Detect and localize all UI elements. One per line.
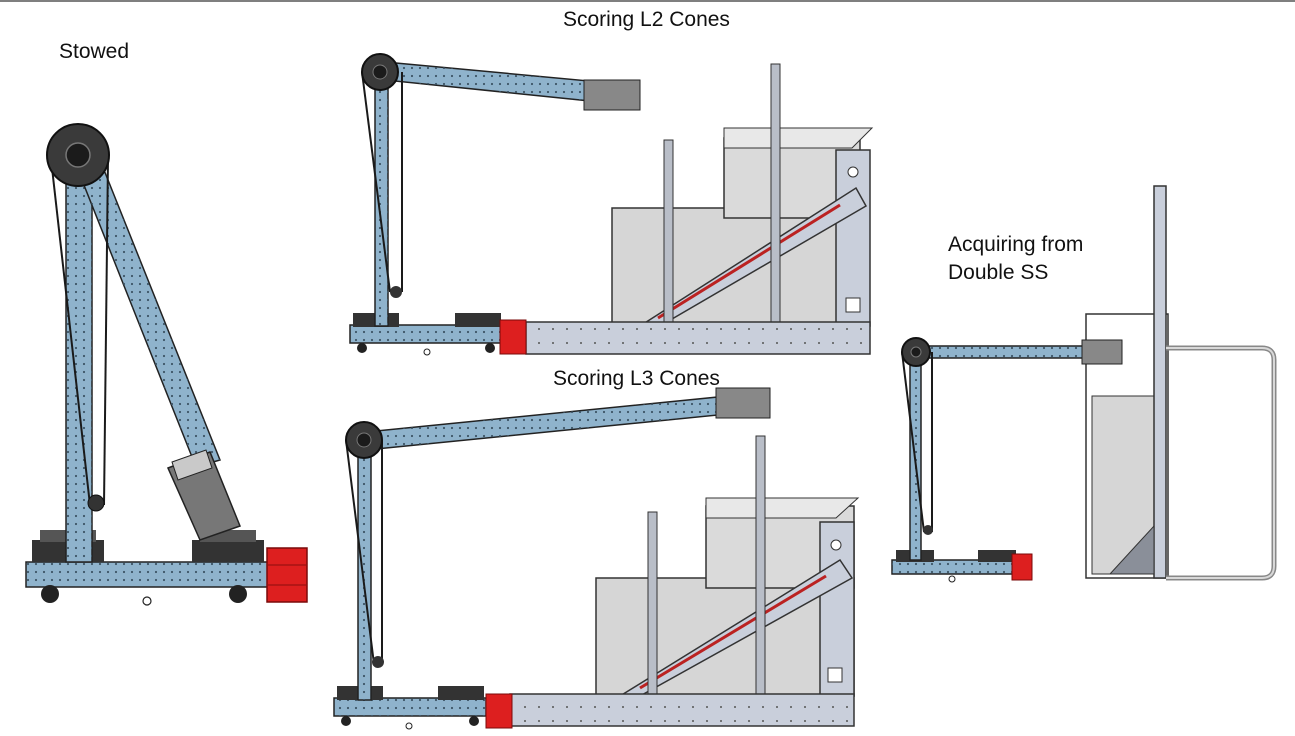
scoring-l2-label: Scoring L2 Cones [563, 8, 730, 31]
l3-robot [333, 387, 771, 730]
l2-high-pole [770, 63, 781, 327]
acquire-intake [1081, 339, 1123, 365]
acquiring-label-line1: Acquiring from [948, 233, 1084, 256]
l2-robot [349, 53, 641, 356]
l2-intake [583, 79, 641, 111]
l2-scene [349, 53, 874, 356]
l3-bumper [485, 693, 513, 729]
stowed-robot [25, 123, 308, 606]
l3-intake [715, 387, 771, 419]
l3-grid-node [509, 435, 860, 727]
stowed-belt-left [49, 149, 91, 506]
l2-low-pole [663, 139, 674, 327]
scoring-l3-label: Scoring L3 Cones [553, 367, 720, 390]
stowed-bumper [266, 547, 308, 603]
acquire-robot [891, 337, 1123, 583]
stowed-label: Stowed [59, 40, 130, 63]
acquiring-label-line2: Double SS [948, 261, 1049, 284]
acquire-bumper [1011, 553, 1033, 581]
top-rule [0, 0, 1295, 2]
stowed-lower-pulley [87, 494, 105, 512]
stowed-drive-rail-holes [26, 562, 270, 587]
l2-bumper [499, 319, 527, 355]
stowed-wheel-front [41, 585, 59, 603]
acquire-scene [891, 185, 1277, 583]
stowed-wheel-rear [229, 585, 247, 603]
stowed-origin-marker [142, 596, 152, 606]
stowed-belt-right [103, 157, 109, 506]
double-substation [1085, 185, 1277, 581]
l3-scene [333, 387, 860, 730]
l2-grid-node [525, 63, 874, 355]
stowed-module-rear [192, 540, 264, 562]
